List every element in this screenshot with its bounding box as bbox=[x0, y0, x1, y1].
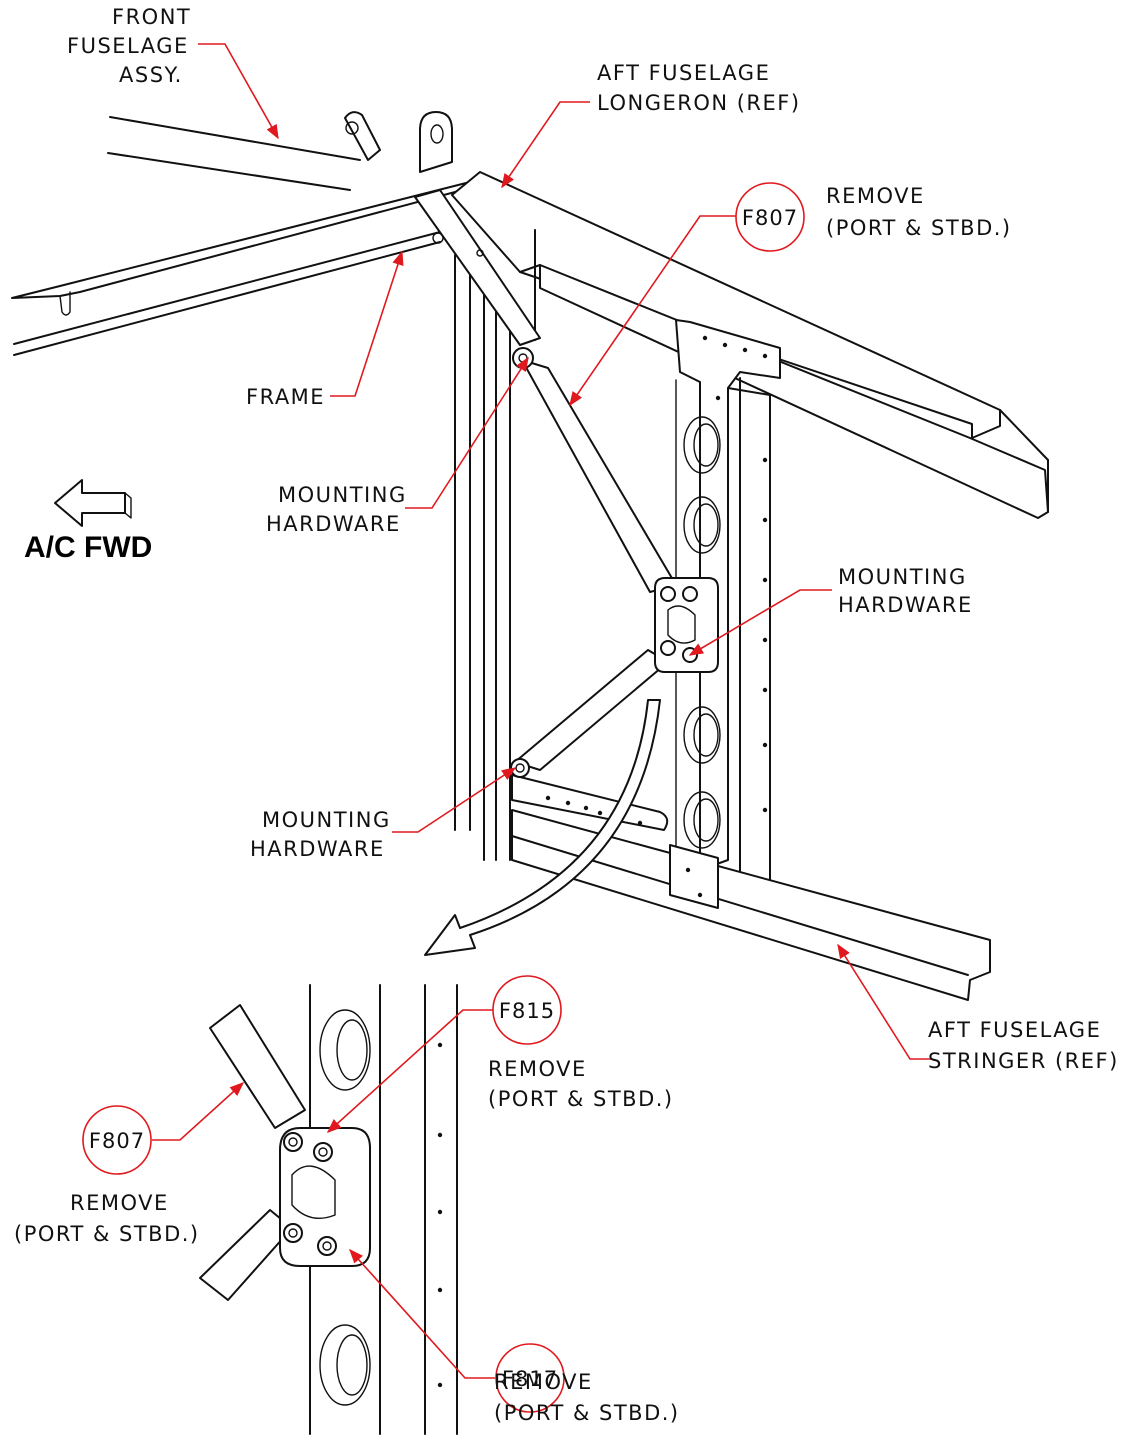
label-line: MOUNTING bbox=[838, 565, 967, 589]
label-line: STRINGER (REF) bbox=[928, 1049, 1119, 1073]
callout-f817: F817 bbox=[495, 1343, 565, 1413]
label-mounting-hardware-upper: MOUNTING HARDWARE bbox=[266, 483, 407, 536]
label-line: AFT FUSELAGE bbox=[928, 1018, 1101, 1042]
frame-members bbox=[11, 181, 471, 356]
label-line: HARDWARE bbox=[250, 837, 385, 861]
callout-code: F815 bbox=[499, 999, 555, 1023]
callout-f815: F815 REMOVE (PORT & STBD.) bbox=[488, 975, 674, 1111]
aft-fuselage-longeron bbox=[451, 171, 1049, 519]
label-mounting-hardware-right: MOUNTING HARDWARE bbox=[838, 565, 973, 617]
label-mounting-hardware-lower: MOUNTING HARDWARE bbox=[250, 808, 391, 861]
tie-rod-upper bbox=[512, 347, 677, 593]
callout-note: (PORT & STBD.) bbox=[14, 1222, 200, 1246]
label-aft-longeron: AFT FUSELAGE LONGERON (REF) bbox=[597, 61, 801, 115]
lightening-holes bbox=[683, 416, 721, 849]
detail-view-arrow bbox=[424, 699, 661, 956]
rod-end-fitting-main bbox=[654, 577, 719, 673]
attach-lugs bbox=[344, 111, 453, 173]
detail-view bbox=[199, 984, 458, 1435]
label-front-fuselage: FRONT FUSELAGE ASSY. bbox=[67, 5, 191, 87]
callout-note: (PORT & STBD.) bbox=[488, 1087, 674, 1111]
rivet-row bbox=[702, 335, 768, 813]
callout-f807-detail: F807 REMOVE (PORT & STBD.) bbox=[14, 1105, 200, 1246]
label-line: MOUNTING bbox=[262, 808, 391, 832]
callout-note: (PORT & STBD.) bbox=[826, 216, 1012, 240]
callout-note: REMOVE bbox=[826, 184, 925, 208]
fwd-direction-label: A/C FWD bbox=[24, 531, 152, 564]
callout-note: REMOVE bbox=[488, 1057, 587, 1081]
callout-note: REMOVE bbox=[70, 1191, 169, 1215]
vertical-frame-posts bbox=[454, 229, 536, 861]
label-line: HARDWARE bbox=[266, 512, 401, 536]
vertical-channel-strut bbox=[675, 319, 781, 886]
label-line: LONGERON (REF) bbox=[597, 91, 801, 115]
aft-fuselage-stringer bbox=[511, 774, 991, 1001]
diagonal-brace-upper bbox=[414, 189, 541, 346]
callout-code: F807 bbox=[89, 1129, 145, 1153]
label-frame: FRAME bbox=[246, 385, 325, 409]
callout-f807-main: F807 REMOVE (PORT & STBD.) bbox=[735, 182, 1012, 252]
f817-note-line-final-2: (PORT & STBD.) bbox=[494, 1401, 680, 1425]
label-line: FUSELAGE bbox=[67, 34, 189, 58]
label-line: ASSY. bbox=[119, 63, 183, 87]
left-arrow-icon bbox=[54, 479, 132, 527]
leader-lines bbox=[152, 43, 932, 1379]
label-line: MOUNTING bbox=[278, 483, 407, 507]
label-line: HARDWARE bbox=[838, 593, 973, 617]
rivet-row-lower bbox=[545, 795, 643, 826]
callout-code: F807 bbox=[742, 206, 798, 230]
label-line: AFT FUSELAGE bbox=[597, 61, 770, 85]
label-aft-stringer: AFT FUSELAGE STRINGER (REF) bbox=[928, 1018, 1119, 1073]
label-line: FRONT bbox=[112, 5, 191, 29]
front-fuselage-tube bbox=[107, 116, 361, 191]
callout-code: F817 bbox=[502, 1367, 558, 1391]
f817-note-line-final-1: REMOVE bbox=[494, 1370, 593, 1394]
